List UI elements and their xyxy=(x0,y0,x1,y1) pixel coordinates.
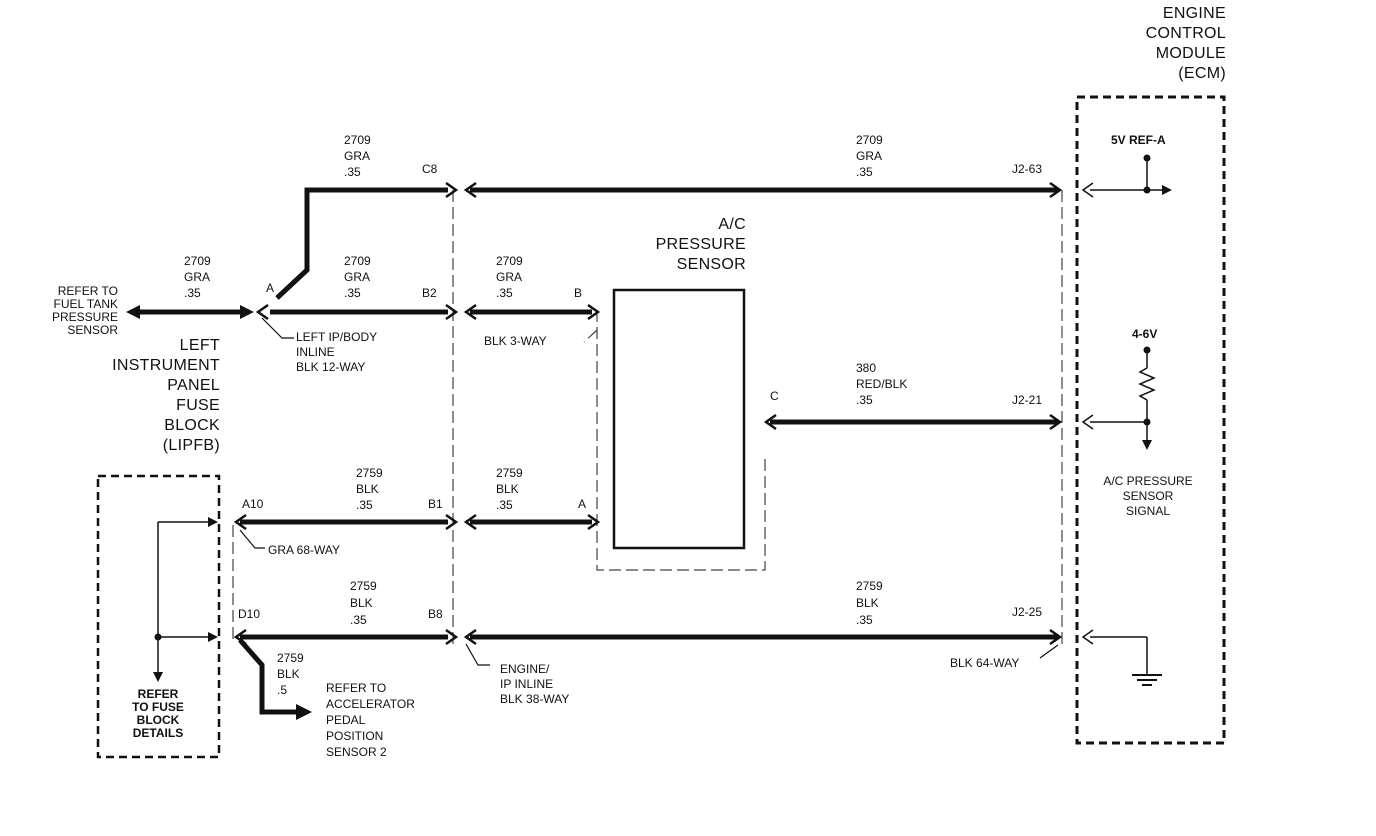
wire-label-d10-left: 2759 BLK .35 xyxy=(350,579,377,627)
wire-label-top-left: 2709 GRA .35 xyxy=(344,133,371,179)
fuse-block-node xyxy=(154,633,162,641)
conn-left-ip-body: LEFT IP/BODY INLINE BLK 12-WAY xyxy=(296,330,378,374)
sensor-title: A/C PRESSURE SENSOR xyxy=(655,216,746,273)
conn-engine-ip: ENGINE/ IP INLINE BLK 38-WAY xyxy=(500,662,570,706)
ecm-ref-label: 5V REF-A xyxy=(1111,133,1166,147)
pin-a: A xyxy=(266,281,275,295)
wire-2759-d10-down xyxy=(238,638,298,715)
pin-j2-25: J2-25 xyxy=(1012,605,1043,619)
pin-c: C xyxy=(770,389,779,403)
conn-blk-64way: BLK 64-WAY xyxy=(950,656,1020,670)
pin-j2-21: J2-21 xyxy=(1012,393,1043,407)
wire-2709-top-left xyxy=(275,187,448,300)
ac-pressure-sensor xyxy=(612,288,746,550)
pin-j2-63: J2-63 xyxy=(1012,162,1043,176)
ecm-circuit xyxy=(1081,158,1172,686)
wire-label-mid-b: 2709 GRA .35 xyxy=(496,254,523,300)
fuse-block-circuit xyxy=(153,517,218,682)
ref-fuse-block: REFER TO FUSE BLOCK DETAILS xyxy=(132,687,184,740)
wire-label-a10-right: 2759 BLK .35 xyxy=(496,466,523,512)
conn-blk-3way: BLK 3-WAY xyxy=(484,334,547,348)
wire-label-mid-a: 2709 GRA .35 xyxy=(344,254,371,300)
ref-accel-pedal: REFER TO ACCELERATOR PEDAL POSITION SENS… xyxy=(326,681,415,759)
wire-label-d10-right: 2759 BLK .35 xyxy=(856,579,883,627)
pin-b8: B8 xyxy=(428,607,443,621)
conn-gra-68way: GRA 68-WAY xyxy=(268,543,341,557)
pin-c8: C8 xyxy=(422,162,438,176)
pin-a-sensor: A xyxy=(578,497,587,511)
lipfb-title: LEFT INSTRUMENT PANEL FUSE BLOCK (LIPFB) xyxy=(112,337,220,454)
wire-label-signal: 380 RED/BLK .35 xyxy=(856,361,908,407)
ecm-title: ENGINE CONTROL MODULE (ECM) xyxy=(1145,5,1226,82)
ecm-signal-label: A/C PRESSURE SENSOR SIGNAL xyxy=(1103,474,1193,518)
connector-lines xyxy=(232,190,1063,645)
pin-d10: D10 xyxy=(238,607,261,621)
wires xyxy=(135,187,1058,715)
pin-b1: B1 xyxy=(428,497,443,511)
fuse-block-outline xyxy=(96,474,221,759)
ecm-nodes xyxy=(1143,154,1151,426)
wire-label-fuel: 2709 GRA .35 xyxy=(184,254,211,300)
wire-label-d10-down: 2759 BLK .5 xyxy=(277,651,304,697)
ref-fuel-tank: REFER TO FUEL TANK PRESSURE SENSOR xyxy=(51,284,118,337)
pin-b: B xyxy=(574,286,583,300)
ecm-voltage-label: 4-6V xyxy=(1132,327,1158,341)
pin-b2: B2 xyxy=(422,286,437,300)
wire-label-top-right: 2709 GRA .35 xyxy=(856,133,883,179)
pin-a10: A10 xyxy=(242,497,264,511)
wire-label-a10-left: 2759 BLK .35 xyxy=(356,466,383,512)
ecm-outline xyxy=(1075,95,1226,745)
arrowheads xyxy=(126,305,312,720)
connector-chevrons xyxy=(233,181,1063,646)
leader-lines xyxy=(239,317,1059,666)
